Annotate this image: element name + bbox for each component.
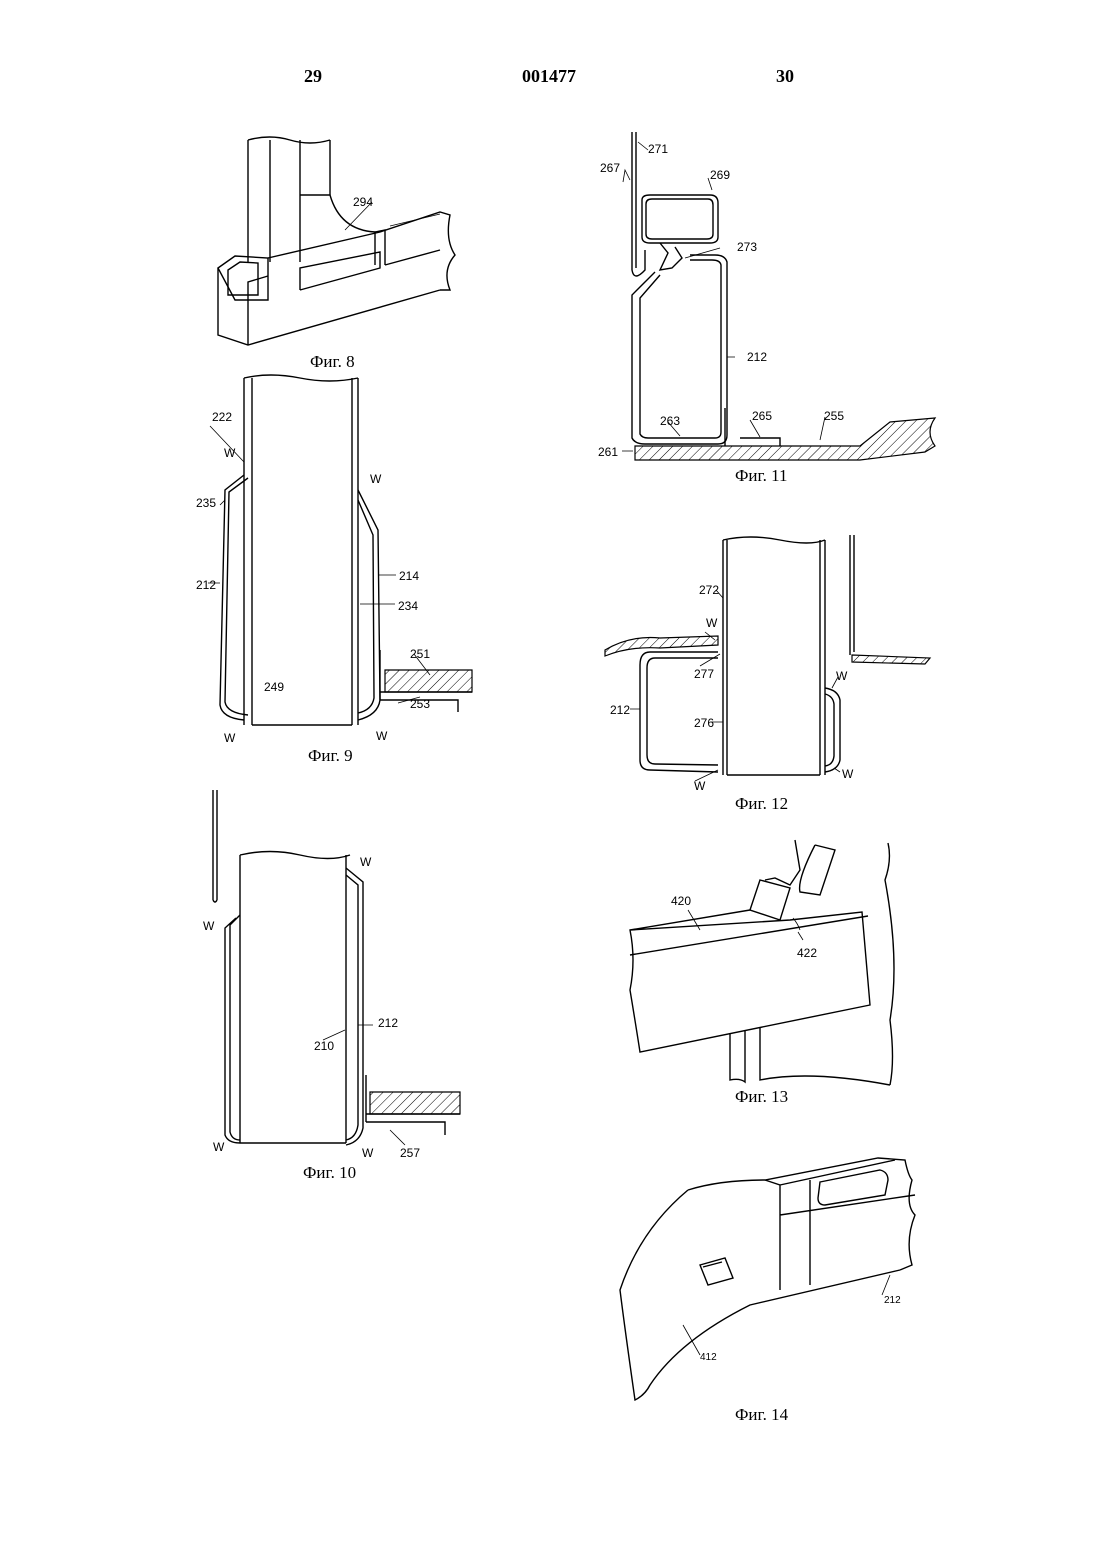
fig9-label-w: W [224, 446, 236, 460]
figure-11-caption: Фиг. 11 [735, 466, 787, 486]
fig12-label-w: W [694, 779, 706, 793]
figure-8-labels: 294 [353, 195, 373, 209]
fig9-label-249: 249 [264, 680, 284, 694]
fig13-label-420: 420 [671, 894, 691, 908]
figure-12-drawing [605, 535, 930, 781]
fig9-label-w: W [376, 729, 388, 743]
figure-10-caption: Фиг. 10 [303, 1163, 356, 1183]
fig11-label-261: 261 [598, 445, 618, 459]
figure-9-labels: 222 W 235 212 W 214 234 251 249 253 W W [196, 410, 430, 745]
fig10-label-257: 257 [400, 1146, 420, 1160]
figure-9-drawing [208, 375, 472, 725]
fig12-label-277: 277 [694, 667, 714, 681]
fig10-label-210: 210 [314, 1039, 334, 1053]
fig10-label-w: W [360, 855, 372, 869]
fig12-label-272: 272 [699, 583, 719, 597]
fig13-label-422: 422 [797, 946, 817, 960]
figure-10-drawing [213, 790, 460, 1145]
fig11-label-267: 267 [600, 161, 620, 175]
fig10-label-w: W [213, 1140, 225, 1154]
fig11-label-255: 255 [824, 409, 844, 423]
fig11-label-265: 265 [752, 409, 772, 423]
figure-13-caption: Фиг. 13 [735, 1087, 788, 1107]
fig9-label-w: W [370, 472, 382, 486]
figure-14-caption: Фиг. 14 [735, 1405, 788, 1425]
fig12-label-w: W [706, 616, 718, 630]
figure-12-caption: Фиг. 12 [735, 794, 788, 814]
fig9-label-214: 214 [399, 569, 419, 583]
fig14-label-212: 212 [884, 1295, 901, 1306]
fig11-label-269: 269 [710, 168, 730, 182]
fig9-label-222: 222 [212, 410, 232, 424]
fig10-label-212: 212 [378, 1016, 398, 1030]
fig11-label-263: 263 [660, 414, 680, 428]
fig9-label-235: 235 [196, 496, 216, 510]
fig11-label-271: 271 [648, 142, 668, 156]
fig8-label-294: 294 [353, 195, 373, 209]
fig11-label-212: 212 [747, 350, 767, 364]
fig12-label-w: W [842, 767, 854, 781]
figure-13-labels: 420 422 [671, 894, 817, 960]
figure-9-caption: Фиг. 9 [308, 746, 353, 766]
fig9-label-w: W [224, 731, 236, 745]
figure-14-drawing [620, 1158, 915, 1400]
fig9-label-212: 212 [196, 578, 216, 592]
fig12-label-w: W [836, 669, 848, 683]
fig12-label-212: 212 [610, 703, 630, 717]
fig10-label-w: W [362, 1146, 374, 1160]
fig11-label-273: 273 [737, 240, 757, 254]
figure-11-drawing [622, 132, 935, 460]
fig9-label-253: 253 [410, 697, 430, 711]
figure-8-caption: Фиг. 8 [310, 352, 355, 372]
fig14-label-412: 412 [700, 1352, 717, 1363]
figure-8-drawing [218, 137, 455, 345]
fig9-label-251: 251 [410, 647, 430, 661]
fig9-label-234: 234 [398, 599, 418, 613]
fig10-label-w: W [203, 919, 215, 933]
figure-13-drawing [630, 840, 894, 1085]
fig12-label-276: 276 [694, 716, 714, 730]
figure-14-labels: 212 412 [700, 1295, 901, 1363]
